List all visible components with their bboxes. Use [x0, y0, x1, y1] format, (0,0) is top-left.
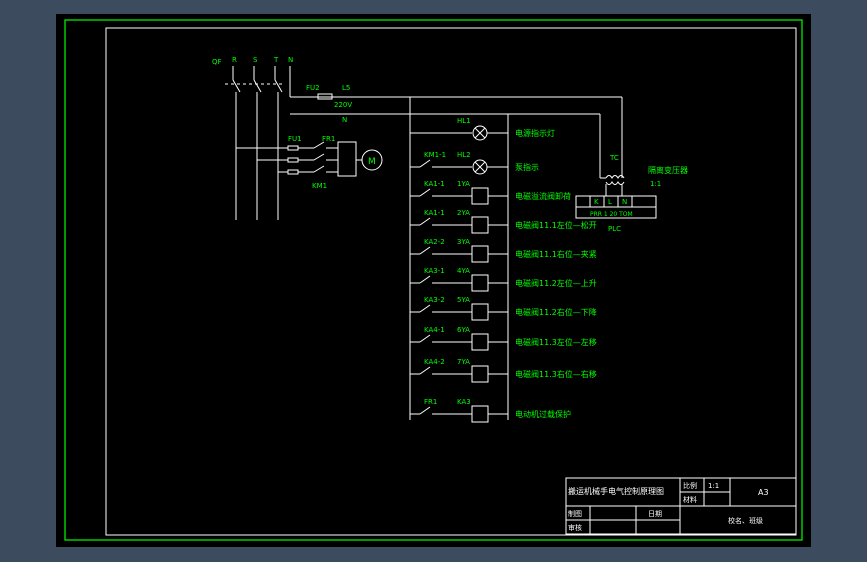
- title-block-grid: [565, 477, 797, 535]
- contact-label: FR1: [424, 398, 437, 406]
- contact-label: KA4-1: [424, 326, 445, 334]
- scale-value: 1:1: [708, 482, 719, 490]
- drawn-label: 制图: [568, 509, 582, 518]
- neutral-label: N: [342, 116, 347, 124]
- rung-description: 电磁溢流阀卸荷: [515, 191, 571, 201]
- rung-description: 电磁阀11.2右位—下降: [515, 307, 597, 317]
- contact-symbol: [419, 217, 431, 226]
- rung-description: 电磁阀11.3右位—右移: [515, 369, 597, 379]
- motor-branch: [236, 141, 362, 177]
- coil-label: 5YA: [457, 296, 470, 304]
- contact-label: KM1-1: [424, 151, 446, 159]
- contact-symbol: [419, 246, 431, 255]
- contact-label: KA3-1: [424, 267, 445, 275]
- thermal-relay-label: FR1: [322, 135, 335, 143]
- contact-label: KA3-2: [424, 296, 445, 304]
- coil-label: 7YA: [457, 358, 470, 366]
- voltage-label: 220V: [334, 101, 352, 109]
- sheet-size: A3: [758, 488, 769, 497]
- phase-label-r: R: [232, 56, 237, 64]
- transformer-ratio: 1:1: [650, 180, 661, 188]
- motor-label: M: [368, 157, 376, 167]
- lamp-cross: [474, 161, 486, 173]
- contact-symbol: [419, 275, 431, 284]
- scale-label: 比例: [683, 481, 697, 490]
- contact-symbol: [419, 188, 431, 197]
- drawing-sheet: [56, 14, 811, 547]
- contact-label: KA2-2: [424, 238, 445, 246]
- phase-label-t: T: [273, 56, 279, 64]
- phase-label-qf: QF: [212, 58, 222, 66]
- plc-ports: PRR 1 20 TOM: [590, 211, 633, 218]
- rung-description: 电磁阀11.1左位—松开: [515, 220, 597, 230]
- control-fuse: [317, 93, 333, 100]
- contact-symbol: [419, 304, 431, 313]
- date-label: 日期: [648, 510, 662, 518]
- motor-symbol: [361, 149, 383, 171]
- transformer-symbol: [600, 175, 625, 196]
- coil-label: 2YA: [457, 209, 470, 217]
- plc-terminal-n: N: [622, 198, 627, 206]
- fuse-label: FU2: [306, 84, 320, 92]
- drawing-title: 搬运机械手电气控制原理图: [568, 486, 664, 496]
- transformer-tag: TC: [609, 154, 619, 162]
- coil-label: HL1: [457, 117, 471, 125]
- motor-fuse-label: FU1: [288, 135, 302, 143]
- transformer-title: 隔离变压器: [648, 165, 688, 175]
- power-phase-lines: [225, 66, 623, 220]
- wire-label: L5: [342, 84, 350, 92]
- contact-symbol: [419, 366, 431, 375]
- material-label: 材料: [683, 495, 697, 504]
- rung-description: 泵指示: [515, 162, 539, 172]
- outer-border: [64, 19, 803, 541]
- contact-label: KA1-1: [424, 180, 445, 188]
- coil-label: 6YA: [457, 326, 470, 334]
- lamp-cross: [474, 127, 486, 139]
- rung-description: 电磁阀11.2左位—上升: [515, 278, 597, 288]
- plc-terminal-k: K: [594, 198, 599, 206]
- coil-label: 3YA: [457, 238, 470, 246]
- rung-description: 电动机过载保护: [515, 409, 571, 419]
- coil-label: KA3: [457, 398, 471, 406]
- contact-label: KA1-1: [424, 209, 445, 217]
- contact-label: KA4-2: [424, 358, 445, 366]
- phase-label-s: S: [253, 56, 258, 64]
- contact-symbol: [419, 159, 431, 168]
- plc-terminal-l: L: [608, 198, 612, 206]
- contactor-label: KM1: [312, 182, 327, 190]
- rung-description: 电磁阀11.3左位—左移: [515, 337, 597, 347]
- ladder-rungs: HL1 电源指示灯 KM1-1 HL2 泵指示 KA1-1 1YA 电磁溢流阀卸荷 KA1-1 2…: [410, 117, 597, 423]
- phase-label-n: N: [288, 56, 293, 64]
- rung-description: 电磁阀11.1右位—夹紧: [515, 249, 597, 259]
- coil-label: HL2: [457, 151, 471, 159]
- inner-border: [105, 27, 797, 536]
- checked-label: 审核: [568, 523, 582, 532]
- contact-symbol: [419, 406, 431, 415]
- coil-label: 1YA: [457, 180, 470, 188]
- plc-label: PLC: [608, 225, 621, 233]
- coil-label: 4YA: [457, 267, 470, 275]
- rung-description: 电源指示灯: [515, 128, 555, 138]
- contact-symbol: [419, 334, 431, 343]
- school-class: 校名、班级: [728, 516, 763, 525]
- plc-block: [575, 195, 657, 219]
